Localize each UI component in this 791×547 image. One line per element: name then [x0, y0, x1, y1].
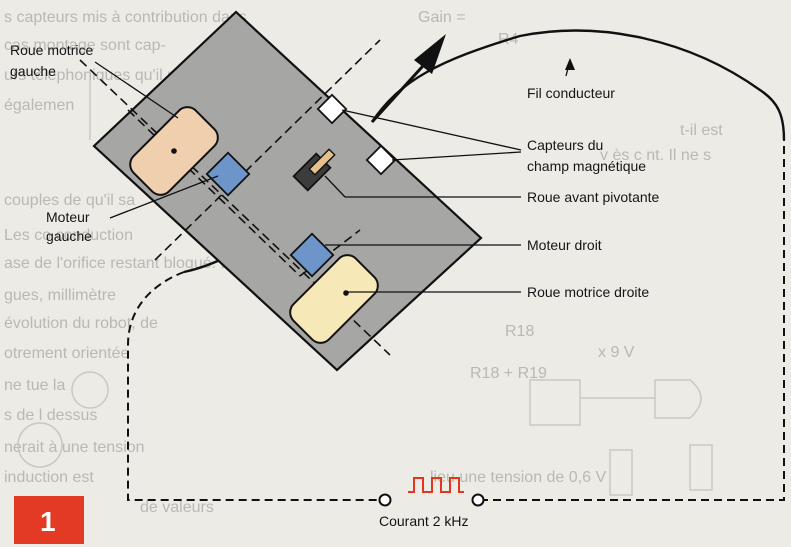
bg-line-2: cas montage sont cap- [4, 37, 166, 54]
diagram-labels: Roue motrice gauche Moteur gauche Fil co… [10, 42, 660, 529]
bg-line-12: otrement orientée [4, 345, 130, 362]
bg-line-18: lieu une tension de 0,6 V [430, 469, 606, 486]
label-right-motor: Moteur droit [527, 237, 602, 253]
bg-line-17: de valeurs [140, 499, 214, 516]
bg-line-7: couples de qu'il sa [4, 192, 135, 209]
front-pivot-wheel [292, 148, 336, 192]
label-current: Courant 2 kHz [379, 513, 468, 529]
bg-line-15: nerait à une tension [4, 439, 145, 456]
label-left-drive-wheel-2: gauche [10, 63, 56, 79]
bg-line-3: urs téléphoniques qu'il nt [4, 67, 181, 84]
bg-line-9: ase de l'orifice restant bloqué. En effe… [4, 255, 276, 272]
bg-line-1: s capteurs mis à contribution dans [4, 9, 247, 26]
bg-formula-9v: x 9 V [598, 344, 635, 361]
bg-formula-sum: R18 + R19 [470, 365, 547, 382]
label-right-drive-wheel: Roue motrice droite [527, 284, 649, 300]
bg-line-4: égalemen [4, 97, 74, 114]
bg-line-5: t-il est [680, 122, 723, 139]
bg-line-6: v ès c nt. Il ne s [600, 147, 711, 164]
wire-label-arrow-icon [565, 58, 575, 70]
label-left-motor-2: gauche [46, 228, 92, 244]
magnetic-sensors [316, 93, 397, 176]
figure-number: 1 [40, 506, 56, 537]
current-source [378, 477, 485, 507]
bg-line-10: gues, millimètre [4, 287, 116, 304]
bg-line-8: Les co conduction [4, 227, 133, 244]
square-wave-icon [408, 477, 464, 493]
left-drive-wheel [129, 106, 219, 196]
background-article-text: s capteurs mis à contribution dans cas m… [4, 9, 723, 516]
label-sensors-1: Capteurs du [527, 137, 603, 153]
bg-line-14: s de l dessus [4, 407, 97, 424]
right-drive-wheel [289, 254, 379, 344]
right-motor [289, 232, 335, 278]
label-sensors-2: champ magnétique [527, 158, 646, 174]
figure-badge: 1 [14, 496, 84, 544]
label-left-motor-1: Moteur [46, 209, 90, 225]
robot-chassis [92, 10, 483, 372]
bg-line-13: ne tue la [4, 377, 65, 394]
label-front-wheel: Roue avant pivotante [527, 189, 660, 205]
left-motor [205, 151, 251, 197]
bg-formula-r18: R18 [505, 323, 534, 340]
label-wire: Fil conducteur [527, 85, 615, 101]
label-left-drive-wheel-1: Roue motrice [10, 42, 93, 58]
bg-line-11: évolution du robot, de [4, 315, 158, 332]
bg-formula-gain: Gain = [418, 9, 466, 26]
direction-arrow-icon [370, 34, 446, 124]
bg-line-16: induction est [4, 469, 94, 486]
